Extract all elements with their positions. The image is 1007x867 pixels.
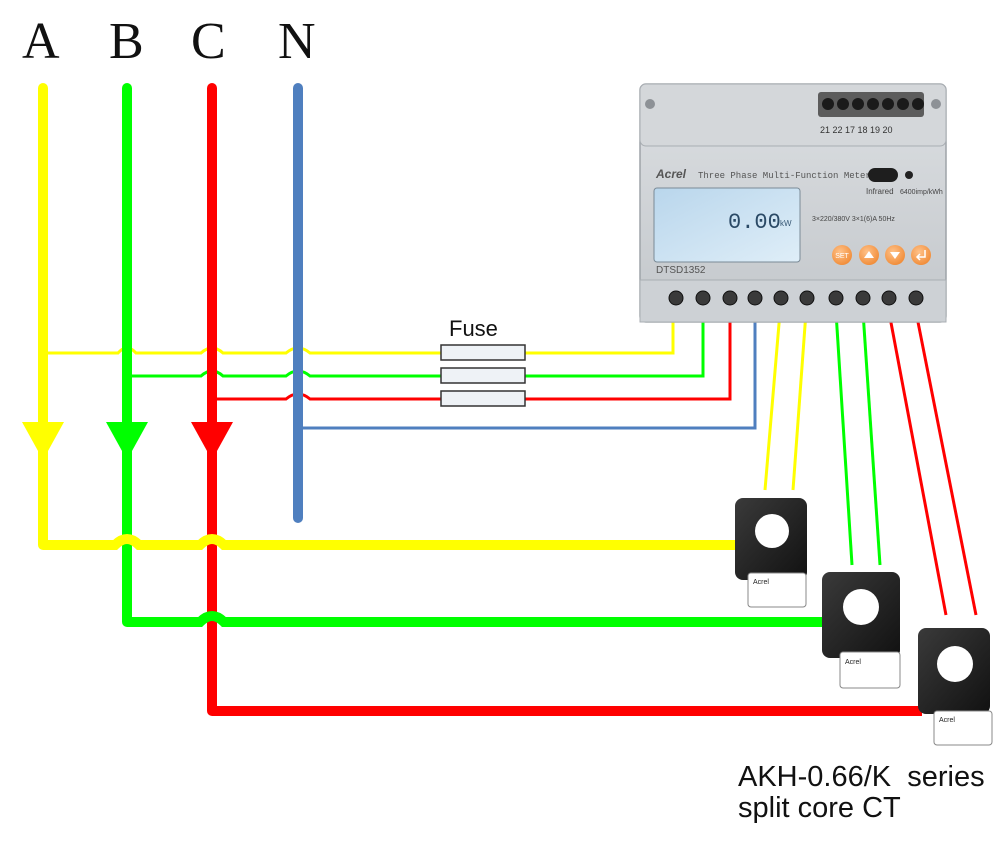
primary-line-b [127,611,830,627]
primary-line-a [43,534,735,550]
fuse-c [440,390,526,407]
enter-arrow-icon [915,250,926,261]
arrow-a [22,422,64,460]
ct-c: Acrel [918,628,993,746]
ct-a-label: Acrel [753,579,769,586]
voltage-wire-n [298,312,757,430]
ct-caption-line-1: AKH-0.66/K series [738,761,985,793]
terminal-row [668,290,924,306]
screw-right-icon [931,99,941,109]
ct-wire-a-2 [791,311,808,491]
ct-caption-line-2: split core CT [738,792,901,824]
phase-label-b: B [109,13,144,70]
energy-meter: 21 22 17 18 19 20 Acrel Three Phase Mult… [639,83,947,323]
set-button[interactable] [832,245,852,265]
ct-b-label: Acrel [845,659,861,666]
meter-title: Three Phase Multi-Function Meter [698,171,871,181]
ct-wire-c-1 [887,311,948,616]
ct-wire-b-1 [834,311,854,566]
model-label: DTSD1352 [656,265,706,276]
top-terminal-numbers: 21 22 17 18 19 20 [820,125,893,135]
ct-c-label: Acrel [939,717,955,724]
screw-left-icon [645,99,655,109]
ct-a: Acrel [735,498,807,608]
lcd-value: 0.00 [728,210,781,235]
arrow-b [106,422,148,460]
phase-label-a: A [22,13,60,70]
ct-b: Acrel [822,572,901,689]
lcd-display [653,187,801,263]
ct-caption: AKH-0.66/K series split core CT [738,762,985,824]
lcd-unit: kW [780,219,792,228]
fuse-a [440,344,526,361]
enter-button[interactable] [911,245,931,265]
rating-label: 3×220/380V 3×1(6)A 50Hz [812,216,895,223]
pulse-led-icon [905,171,913,179]
phase-label-n: N [278,13,316,70]
ct-wire-a-1 [763,311,782,491]
infrared-window [868,168,898,182]
ct-wire-b-2 [861,311,882,566]
meter-brand: Acrel [655,167,687,181]
arrow-c [191,422,233,460]
set-button-label: SET [835,253,849,260]
up-arrow-icon [864,251,874,258]
phase-label-c: C [191,13,226,70]
voltage-wire-a [43,312,675,355]
infrared-label: Infrared [866,187,894,196]
down-arrow-icon [890,252,900,259]
fuse-b [440,367,526,384]
voltage-wire-b [127,312,705,378]
constant-label: 6400imp/kWh [900,189,943,196]
ct-wire-c-2 [914,311,978,616]
fuse-label: Fuse [449,316,498,341]
